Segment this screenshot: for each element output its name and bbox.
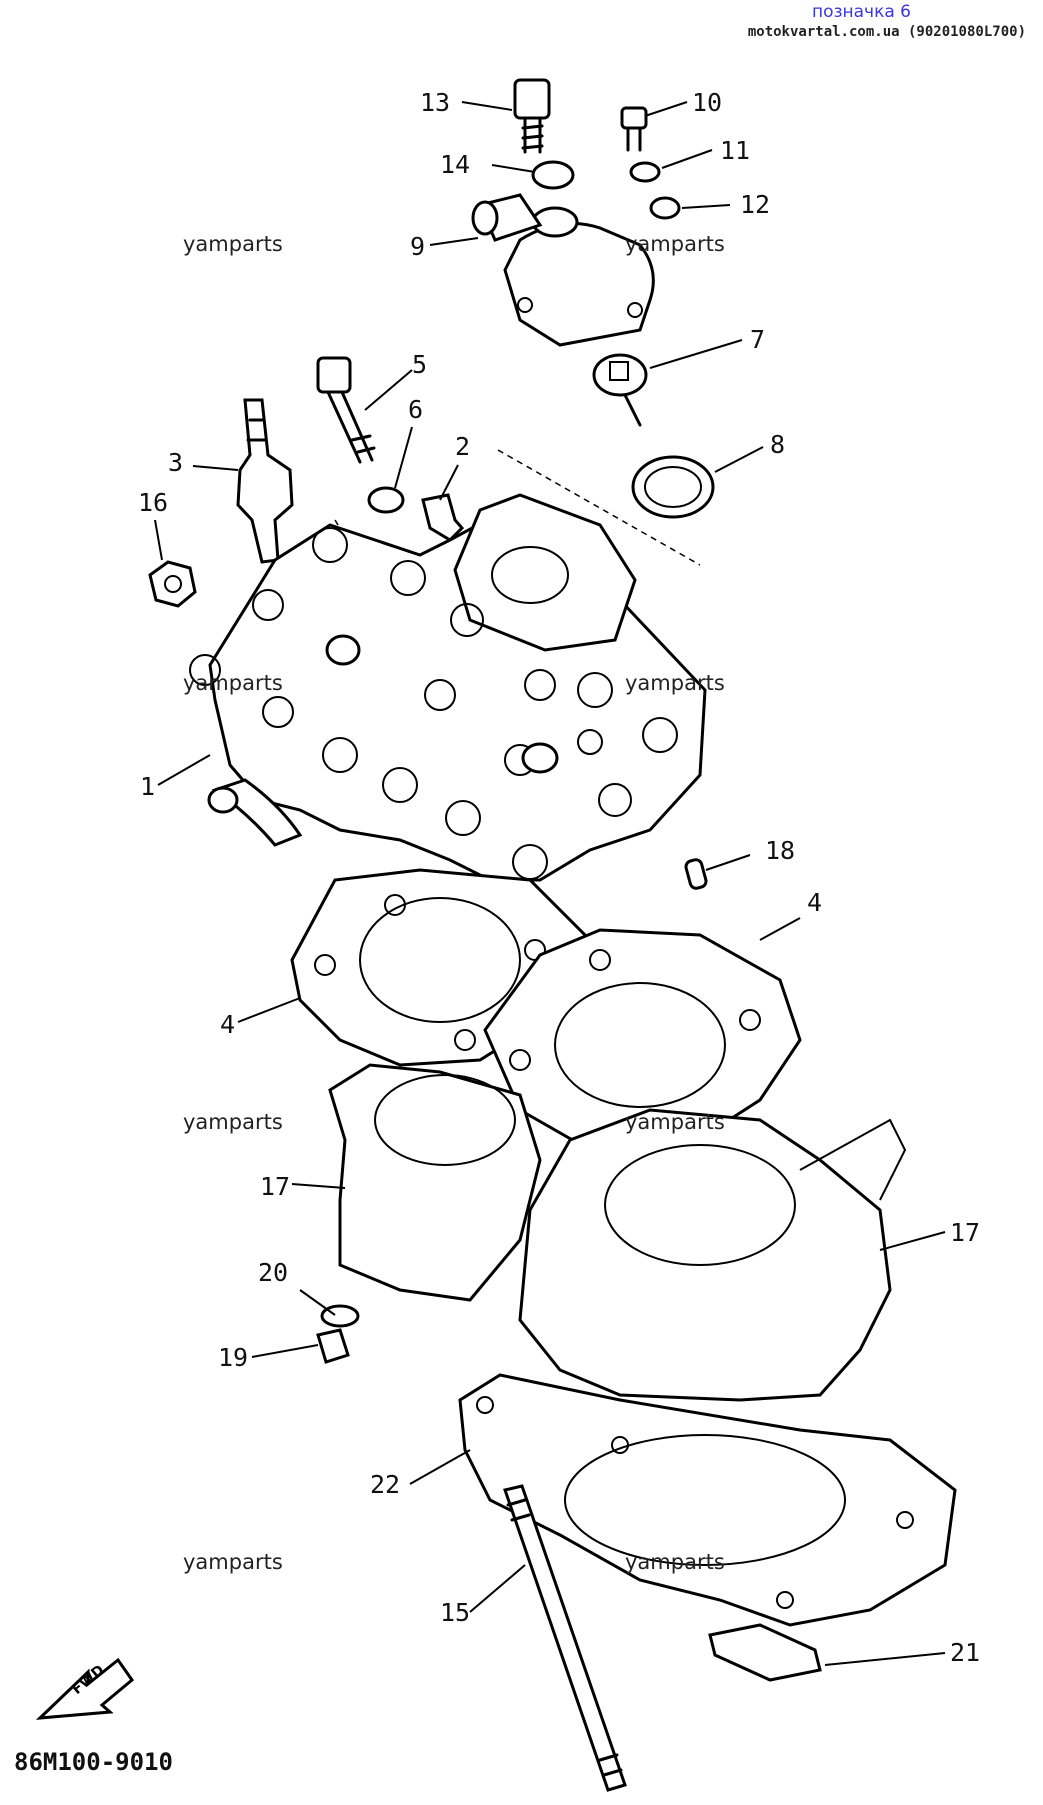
cylinder-left [328, 1063, 542, 1302]
callout-15: 15 [440, 1598, 471, 1627]
callout-20: 20 [258, 1258, 289, 1287]
header-link[interactable]: позначка 6 [811, 2, 911, 22]
callout-17-right: 17 [950, 1218, 981, 1247]
callout-22: 22 [370, 1470, 401, 1499]
callout-17-left: 17 [260, 1172, 291, 1201]
watermark: yamparts [183, 1110, 283, 1134]
key-21 [708, 1623, 822, 1682]
callout-16: 16 [138, 488, 169, 517]
thermostat [592, 353, 648, 427]
callout-2: 2 [455, 432, 471, 461]
washer-12 [649, 196, 681, 220]
callout-14: 14 [440, 150, 471, 179]
base-gasket [458, 1373, 957, 1627]
fwd-arrow-icon [35, 1657, 135, 1720]
callout-4-right: 4 [807, 888, 823, 917]
stud-bolt-15 [503, 1484, 627, 1792]
cylinder-right [518, 1108, 907, 1402]
callout-21: 21 [950, 1638, 981, 1667]
callout-8: 8 [770, 430, 786, 459]
callout-9: 9 [410, 232, 426, 261]
nut-16 [148, 560, 197, 608]
callout-18: 18 [765, 836, 796, 865]
watermark: yamparts [625, 1110, 725, 1134]
callout-10: 10 [692, 88, 723, 117]
washer-11 [629, 161, 661, 183]
thermostat-cover [471, 193, 655, 347]
head-gasket-right [483, 928, 802, 1152]
callout-3: 3 [168, 448, 184, 477]
callout-7: 7 [750, 325, 766, 354]
callout-13: 13 [420, 88, 451, 117]
leader-lines [154, 101, 946, 1666]
spark-plug [236, 398, 294, 564]
diagram-code: 86M100-9010 [14, 1748, 173, 1776]
bolt-10 [620, 106, 648, 152]
watermark: yamparts [625, 671, 725, 695]
callout-1: 1 [140, 772, 156, 801]
callout-6: 6 [408, 395, 424, 424]
gasket-ring-8 [631, 455, 715, 519]
header-source-text: motokvartal.com.ua (90201080L700) [747, 24, 1026, 40]
callout-5: 5 [412, 350, 428, 379]
watermark: yamparts [183, 671, 283, 695]
bolt-13 [513, 78, 551, 154]
callout-12: 12 [740, 190, 771, 219]
callout-11: 11 [720, 136, 751, 165]
callout-19: 19 [218, 1343, 249, 1372]
cylinder-head [189, 493, 707, 882]
washer-14 [531, 160, 575, 190]
dowel-pin-18 [684, 858, 708, 890]
washer-6 [367, 486, 405, 514]
watermark: yamparts [625, 1550, 725, 1574]
callout-4-left: 4 [220, 1010, 236, 1039]
bolt-19-washer-20 [316, 1304, 360, 1364]
watermark: yamparts [183, 1550, 283, 1574]
water-fitting-2 [421, 493, 465, 542]
watermark: yamparts [183, 232, 283, 256]
watermark: yamparts [625, 232, 725, 256]
bolt-5 [316, 356, 376, 464]
